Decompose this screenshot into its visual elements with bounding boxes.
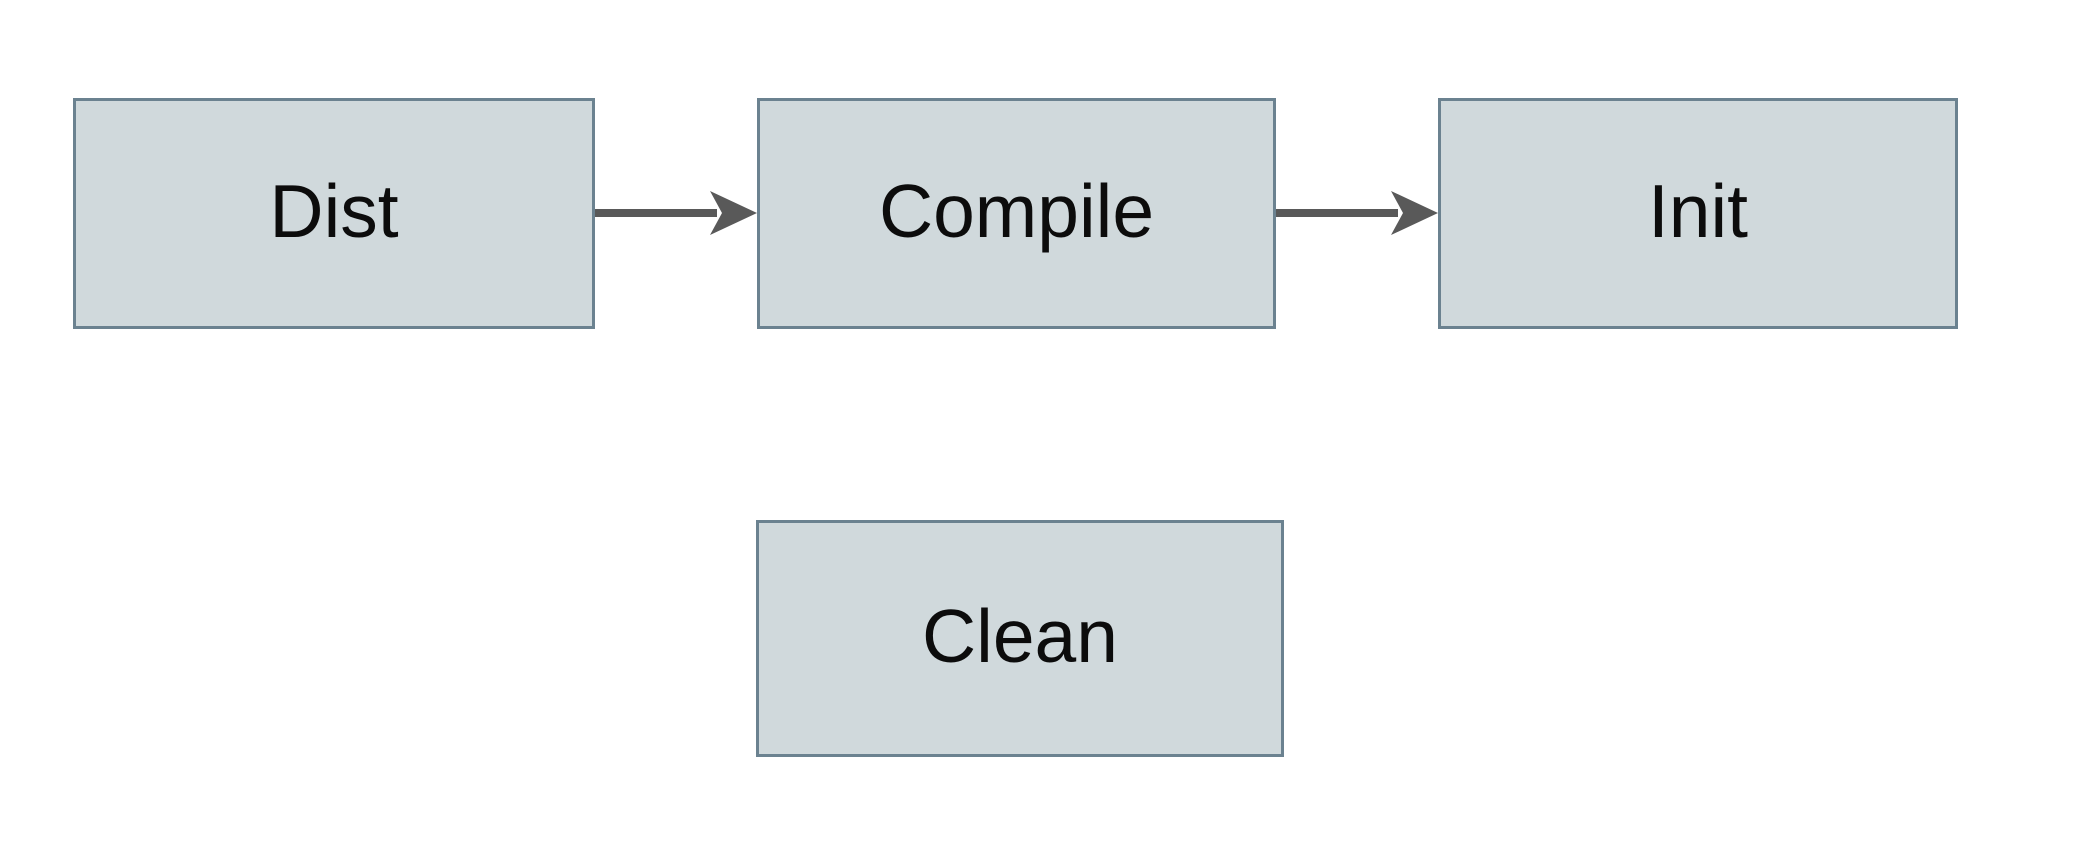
node-compile[interactable]: Compile bbox=[757, 98, 1276, 329]
node-clean-label: Clean bbox=[922, 594, 1118, 678]
node-init[interactable]: Init bbox=[1438, 98, 1958, 329]
node-clean[interactable]: Clean bbox=[756, 520, 1284, 757]
node-init-label: Init bbox=[1647, 169, 1749, 253]
arrow-compile-to-init[interactable] bbox=[1276, 191, 1438, 235]
node-compile-label: Compile bbox=[878, 169, 1155, 253]
arrow-dist-to-compile[interactable] bbox=[595, 191, 757, 235]
node-dist-label: Dist bbox=[269, 169, 399, 253]
arrowhead-icon bbox=[1391, 191, 1438, 235]
arrowhead-icon bbox=[710, 191, 757, 235]
node-dist[interactable]: Dist bbox=[73, 98, 595, 329]
